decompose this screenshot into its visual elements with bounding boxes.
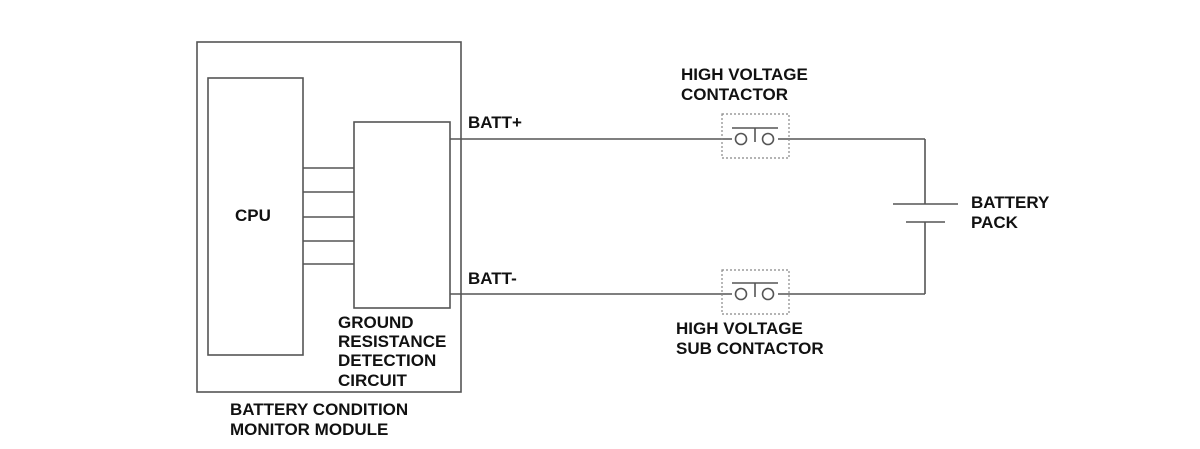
detection-circuit-box: [353, 121, 451, 309]
high-voltage-sub-contactor-label: HIGH VOLTAGE SUB CONTACTOR: [676, 319, 824, 358]
cpu-bus-lines: [303, 167, 354, 265]
high-voltage-contactor-symbol: [721, 113, 790, 159]
battery-pack-label: BATTERY PACK: [971, 193, 1054, 232]
battery-pack-symbol: [893, 203, 958, 223]
high-voltage-contactor-label: HIGH VOLTAGE CONTACTOR: [681, 65, 813, 104]
batt-minus-label: BATT-: [468, 269, 517, 288]
monitor-module-box: [196, 41, 462, 393]
cpu-label: CPU: [235, 206, 271, 225]
batt-plus-label: BATT+: [468, 113, 522, 132]
high-voltage-sub-contactor-symbol: [721, 269, 790, 315]
detection-circuit-label: GROUND RESISTANCE DETECTION CIRCUIT: [338, 313, 451, 390]
monitor-module-label: BATTERY CONDITION MONITOR MODULE: [230, 400, 413, 439]
